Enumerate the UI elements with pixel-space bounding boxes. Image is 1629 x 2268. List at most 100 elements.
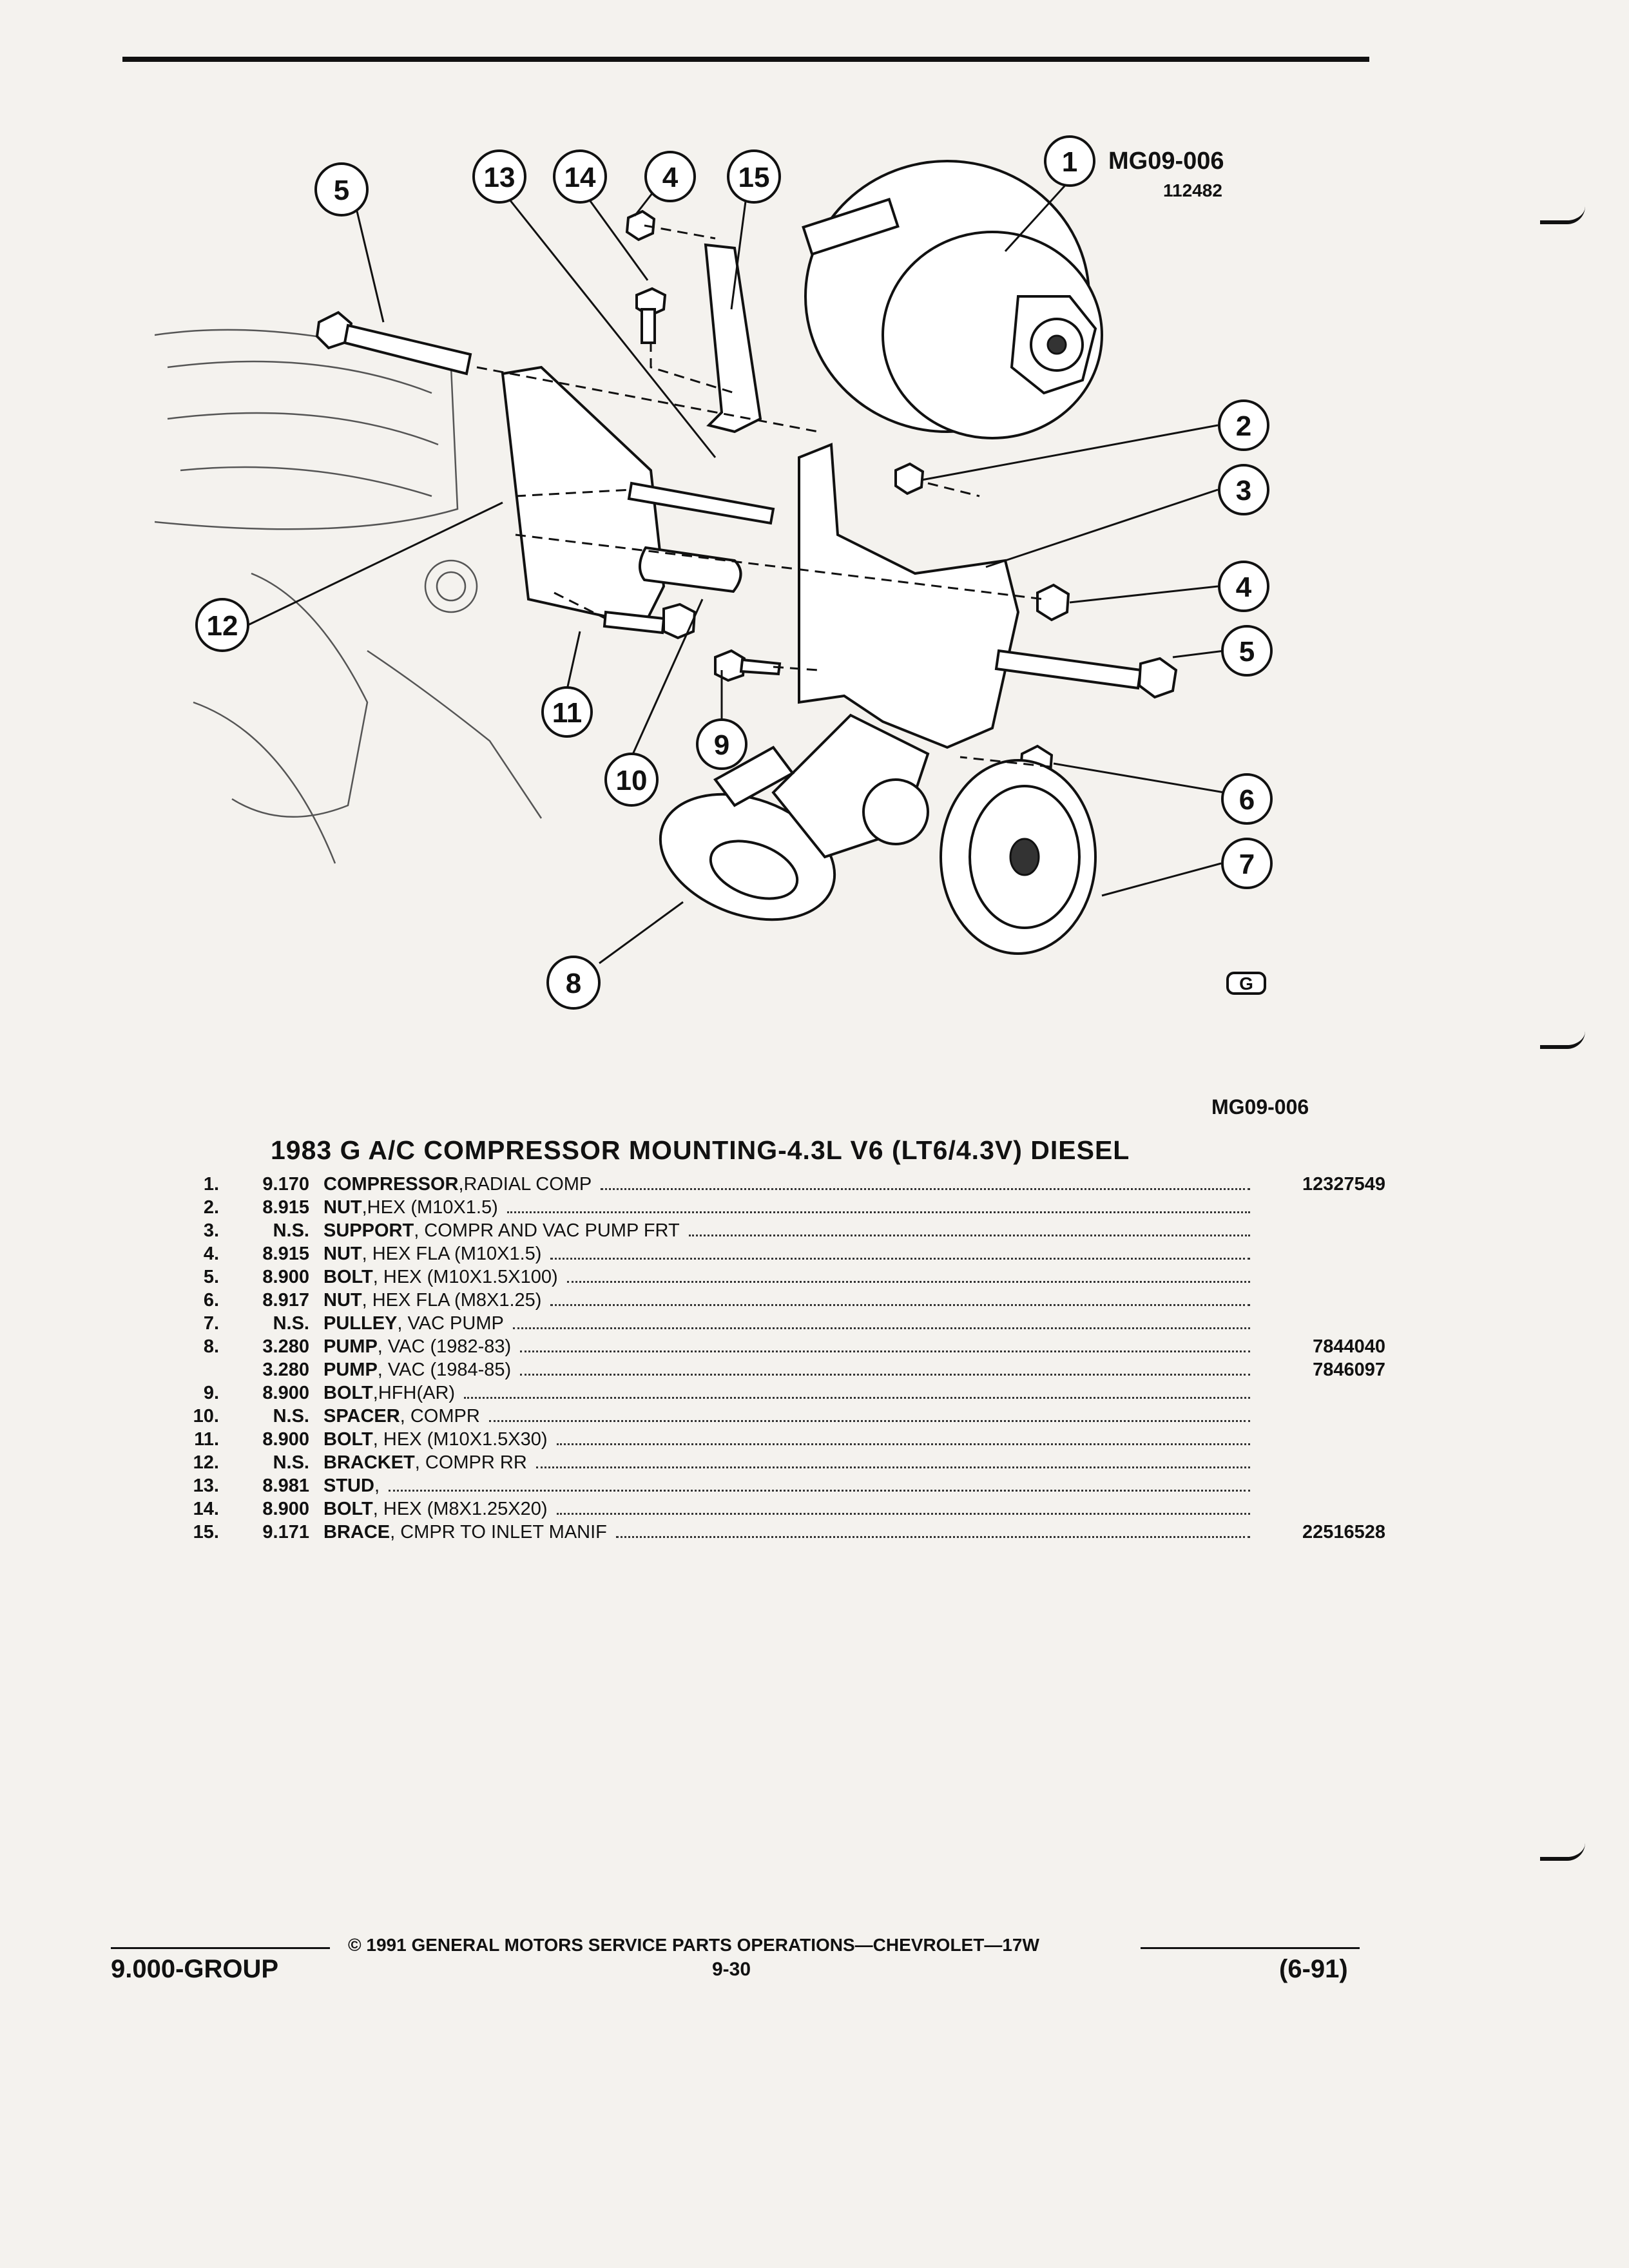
svg-text:4: 4 [662, 162, 679, 193]
part-number: 7844040 [1313, 1336, 1385, 1357]
dot-leader [615, 1536, 1250, 1538]
binder-edge-mark [1540, 1843, 1585, 1861]
dot-leader [512, 1327, 1250, 1329]
bolt-item-14 [635, 287, 667, 344]
svg-text:8: 8 [566, 968, 581, 999]
part-name: NUT [323, 1197, 362, 1218]
svg-text:1: 1 [1062, 146, 1077, 178]
exploded-parts-diagram: 1 2 3 4 4 5 5 6 7 8 9 10 11 12 13 14 15 … [155, 135, 1273, 1010]
callout-12: 12 [195, 598, 249, 652]
part-number: 7846097 [1313, 1360, 1385, 1380]
diagram-ref-code: MG09-006 [1108, 148, 1224, 175]
part-name: SPACER [323, 1406, 400, 1427]
svg-text:11: 11 [552, 697, 583, 729]
callout-9: 9 [696, 718, 747, 770]
callout-1: 1 [1044, 135, 1095, 187]
part-number: 12327549 [1302, 1174, 1385, 1195]
part-description: NUT ,HEX (M10X1.5) [323, 1197, 498, 1218]
alignment-lines [476, 224, 1051, 768]
parts-list-row: 12.N.S.BRACKET , COMPR RR [187, 1452, 1385, 1475]
part-description: STUD , [323, 1475, 380, 1497]
part-detail: , COMPR [400, 1406, 480, 1427]
part-description: BOLT , HEX (M10X1.5X100) [323, 1267, 558, 1288]
group-code: 8.915 [262, 1197, 309, 1218]
callout-10: 10 [604, 753, 659, 807]
dot-leader [688, 1235, 1250, 1236]
callout-5-left: 5 [314, 162, 369, 216]
item-number: 12. [193, 1452, 219, 1473]
dot-leader [506, 1211, 1250, 1213]
part-name: STUD [323, 1475, 374, 1496]
nut-item-4-right [1036, 583, 1070, 622]
group-code: 8.900 [262, 1499, 309, 1519]
stud [627, 481, 775, 525]
callout-15: 15 [727, 149, 781, 204]
footer-page-number: 9-30 [712, 1959, 751, 1980]
footer-copyright: © 1991 GENERAL MOTORS SERVICE PARTS OPER… [348, 1935, 1039, 1955]
part-number: 22516528 [1302, 1522, 1385, 1542]
footer-date: (6-91) [1279, 1955, 1348, 1983]
part-description: PUMP , VAC (1982-83) [323, 1336, 511, 1358]
nut-item-2 [894, 462, 925, 495]
svg-text:4: 4 [1236, 572, 1252, 603]
group-code: 8.917 [262, 1290, 309, 1311]
item-number: 14. [193, 1499, 219, 1519]
item-number: 5. [203, 1267, 219, 1287]
part-description: BOLT , HEX (M10X1.5X30) [323, 1429, 548, 1450]
pulley [940, 759, 1097, 955]
nut-item-4-top [625, 209, 656, 242]
group-code: 8.900 [262, 1267, 309, 1287]
item-number: 6. [203, 1290, 219, 1311]
binder-edge-mark [1540, 1031, 1585, 1049]
part-name: BOLT [323, 1429, 373, 1450]
part-detail: , VAC (1984-85) [377, 1360, 512, 1380]
part-description: BRACKET , COMPR RR [323, 1452, 527, 1474]
group-code: 9.171 [262, 1522, 309, 1542]
vacuum-pump [659, 713, 930, 921]
diagram-ref-number: 112482 [1163, 180, 1222, 200]
part-description: BOLT ,HFH(AR) [323, 1383, 455, 1404]
item-number: 4. [203, 1244, 219, 1264]
part-name: BOLT [323, 1499, 373, 1519]
dot-leader [520, 1374, 1250, 1376]
footer-group: 9.000-GROUP [111, 1955, 279, 1983]
g-logo-mark: G [1226, 972, 1266, 995]
svg-text:7: 7 [1239, 849, 1255, 880]
dot-leader [488, 1420, 1250, 1422]
part-detail: , [374, 1475, 380, 1496]
part-description: BRACE , CMPR TO INLET MANIF [323, 1522, 607, 1543]
svg-text:13: 13 [484, 162, 516, 193]
binder-edge-mark [1540, 206, 1585, 224]
callout-5-right: 5 [1221, 625, 1273, 677]
svg-text:5: 5 [334, 175, 349, 206]
callout-8: 8 [546, 956, 601, 1010]
part-description: BOLT , HEX (M8X1.25X20) [323, 1499, 548, 1520]
part-detail: , HEX (M10X1.5X100) [372, 1267, 558, 1287]
part-description: SPACER , COMPR [323, 1406, 480, 1427]
part-detail: , HEX FLA (M8X1.25) [361, 1290, 542, 1311]
callout-3: 3 [1218, 464, 1269, 515]
part-detail: , VAC PUMP [397, 1313, 504, 1334]
bolt-item-5-left [315, 311, 472, 376]
part-name: BOLT [323, 1383, 373, 1403]
part-name: BRACKET [323, 1452, 415, 1473]
bolt-item-9 [714, 649, 782, 682]
item-number: 10. [193, 1406, 219, 1427]
part-detail: , CMPR TO INLET MANIF [390, 1522, 607, 1542]
part-description: NUT , HEX FLA (M10X1.5) [323, 1244, 541, 1265]
part-detail: ,RADIAL COMP [458, 1174, 592, 1195]
svg-text:6: 6 [1239, 784, 1255, 816]
part-detail: , HEX (M10X1.5X30) [372, 1429, 548, 1450]
part-description: PULLEY , VAC PUMP [323, 1313, 504, 1334]
dot-leader [601, 1188, 1250, 1190]
callout-11: 11 [541, 686, 593, 738]
svg-text:9: 9 [714, 729, 729, 761]
part-detail: , HEX FLA (M10X1.5) [361, 1244, 542, 1264]
part-detail: , COMPR RR [414, 1452, 527, 1473]
